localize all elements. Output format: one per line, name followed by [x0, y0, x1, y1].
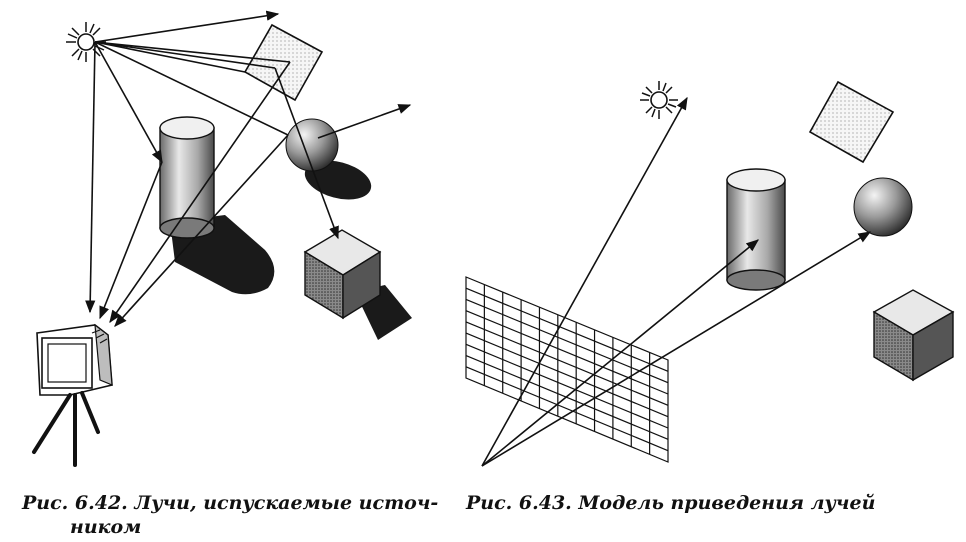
caption-figure-6-42: Рис. 6.42. Лучи, испускаемые источ- [22, 492, 439, 514]
grid-line-horizontal [465, 321, 669, 406]
sphere [285, 118, 339, 172]
figure-6-43 [465, 80, 955, 467]
grid-line-horizontal [465, 298, 669, 384]
sphere-shadow [304, 160, 372, 200]
right-rays [481, 96, 872, 467]
cube [303, 229, 382, 320]
sun-icon [66, 22, 106, 62]
figure-6-42 [32, 10, 412, 467]
grid-line-horizontal [465, 310, 669, 395]
caption-figure-6-42-line2: ником [70, 516, 142, 538]
camera-icon [32, 323, 113, 467]
cylinder-right [726, 168, 786, 291]
cylinder [159, 116, 215, 239]
grid-line-horizontal [465, 355, 669, 440]
grid-line-horizontal [465, 287, 669, 372]
square-plane [243, 23, 324, 102]
projection-grid [465, 276, 669, 463]
grid-line-horizontal [465, 332, 669, 418]
grid-line-horizontal [465, 366, 669, 452]
left-rays [85, 10, 412, 327]
square-plane-right [808, 80, 895, 164]
sun-icon-right [640, 81, 678, 119]
grid-line-horizontal [465, 343, 669, 429]
cube-right [872, 289, 955, 382]
sphere-right [853, 177, 913, 237]
caption-figure-6-43: Рис. 6.43. Модель приведения лучей [466, 492, 876, 514]
